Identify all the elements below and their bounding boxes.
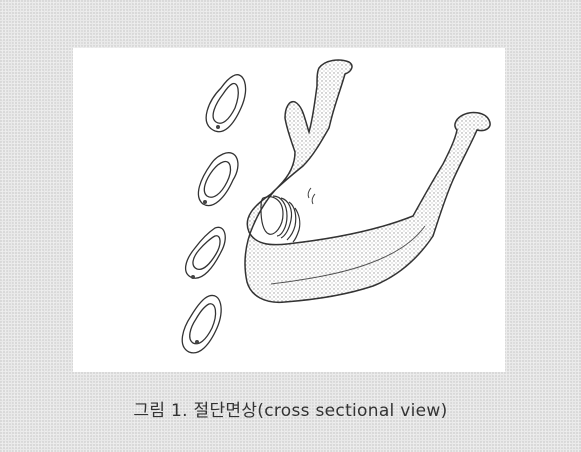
edge-detail	[308, 188, 315, 204]
cross-section-2	[198, 153, 238, 206]
mandible-drawing	[245, 60, 490, 302]
cross-section-4	[182, 295, 221, 352]
section-rings	[261, 196, 300, 242]
mandible-body	[245, 60, 490, 302]
figure-panel	[73, 48, 505, 372]
figure-illustration	[73, 48, 505, 372]
figure-caption: 그림 1. 절단면상(cross sectional view)	[0, 396, 581, 421]
cross-section-1	[206, 75, 245, 132]
cross-section-3	[186, 227, 226, 279]
